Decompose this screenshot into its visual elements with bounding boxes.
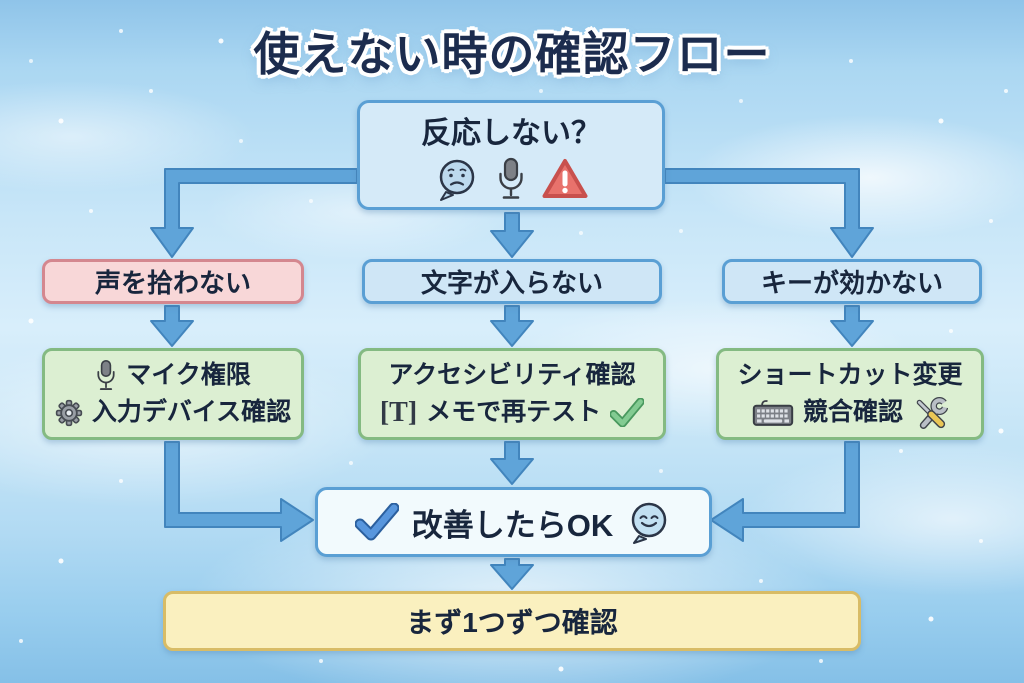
arrow-fix-typing-to-ok bbox=[490, 441, 534, 485]
arrow-voice-to-fix bbox=[150, 305, 194, 347]
node-keys-not-working: キーが効かない bbox=[722, 259, 982, 304]
arrow-fix-keys-to-ok bbox=[710, 441, 860, 542]
fix-voice-line1: マイク権限 bbox=[95, 357, 251, 394]
node-not-responding: 反応しない？ bbox=[357, 100, 665, 210]
node-check-one-by-one: まず1つずつ確認 bbox=[163, 591, 861, 651]
fix-typing-line1: アクセシビリティ確認 bbox=[388, 357, 635, 394]
fix-keys-text2: 競合確認 bbox=[802, 398, 903, 426]
page-title: 使えない時の確認フロー bbox=[253, 28, 771, 80]
fix-voice-text2: 入力デバイス確認 bbox=[91, 398, 292, 426]
fix-keys-line1: ショートカット変更 bbox=[737, 357, 962, 394]
arrow-start-to-typing bbox=[490, 212, 534, 258]
microphone-icon bbox=[499, 157, 523, 199]
node-voice-label: 声を拾わない bbox=[94, 268, 251, 298]
arrow-start-to-keys bbox=[664, 168, 874, 258]
node-accessibility-check: アクセシビリティ確認 [T] メモで再テスト bbox=[358, 348, 666, 440]
fix-keys-text1: ショートカット変更 bbox=[737, 361, 963, 389]
node-typing-label: 文字が入らない bbox=[420, 268, 603, 298]
node-voice-not-picked-up: 声を拾わない bbox=[42, 259, 304, 304]
keyboard-icon bbox=[752, 399, 794, 426]
node-footer-label: まず1つずつ確認 bbox=[406, 607, 618, 638]
wrench-screwdriver-icon bbox=[916, 396, 948, 429]
worried-speech-bubble-icon bbox=[439, 159, 475, 201]
arrow-fix-voice-to-ok bbox=[164, 441, 314, 542]
fix-typing-text2: メモで再テスト bbox=[426, 398, 602, 426]
arrow-start-to-voice bbox=[150, 168, 358, 258]
text-cursor-icon: [T] bbox=[379, 396, 418, 428]
gear-icon bbox=[55, 399, 83, 426]
warning-icon bbox=[542, 159, 588, 198]
fix-typing-line2: [T] メモで再テスト bbox=[379, 394, 645, 431]
smiley-speech-bubble-icon bbox=[632, 502, 667, 544]
fix-keys-line2: 競合確認 bbox=[752, 394, 948, 431]
node-ok-label: 改善したらOK bbox=[411, 507, 614, 543]
node-improved-ok: 改善したらOK bbox=[315, 487, 712, 557]
fix-typing-text1: アクセシビリティ確認 bbox=[388, 361, 636, 389]
arrow-keys-to-fix bbox=[830, 305, 874, 347]
arrow-typing-to-fix bbox=[490, 305, 534, 347]
node-mic-permission-check: マイク権限 入力デバイス確認 bbox=[42, 348, 304, 440]
node-text-not-entering: 文字が入らない bbox=[362, 259, 662, 304]
node-keys-label: キーが効かない bbox=[760, 268, 943, 298]
node-shortcut-conflict-check: ショートカット変更 競合確認 bbox=[716, 348, 984, 440]
fix-voice-line2: 入力デバイス確認 bbox=[55, 394, 291, 431]
green-check-icon bbox=[610, 398, 645, 427]
start-icon-row bbox=[434, 156, 588, 202]
microphone-icon bbox=[97, 360, 115, 391]
fix-voice-text1: マイク権限 bbox=[126, 361, 251, 389]
node-not-responding-label: 反応しない？ bbox=[421, 117, 601, 150]
blue-check-icon bbox=[354, 503, 399, 541]
arrow-ok-to-footer bbox=[490, 558, 534, 590]
